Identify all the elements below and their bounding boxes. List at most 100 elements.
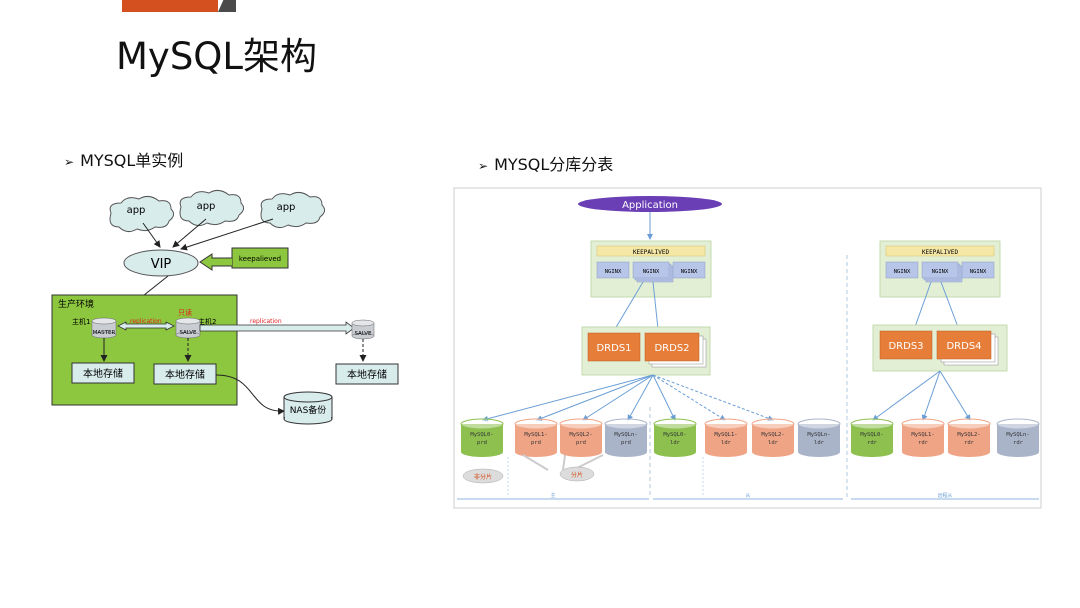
shard-oval <box>559 466 595 482</box>
nginx-group-a <box>596 261 706 283</box>
replication-label-1: replication <box>130 318 162 325</box>
keepalived-label: KEEPALIVED <box>922 249 959 256</box>
database-layer: MySQL0-prdMySQL1-prdMySQL2-prdMySQLn-prd… <box>460 418 1040 457</box>
db-name-label: MySQL1- <box>524 432 547 438</box>
db-name-label: MySQL2- <box>957 432 980 438</box>
db-name-label: MySQLn- <box>614 432 637 438</box>
replication-label-2: replication <box>250 318 282 325</box>
zone-remote: 远程从 <box>937 492 952 499</box>
app-cloud-1: app <box>109 195 175 233</box>
app-label: app <box>277 202 296 213</box>
zone-primary: 主 <box>550 492 555 499</box>
db-zone-label: rdr <box>1013 440 1024 446</box>
app-cloud-2: app <box>179 189 245 227</box>
local-storage-2 <box>153 363 217 385</box>
bullet-left: ➢MYSQL单实例 <box>64 147 183 171</box>
db-name-label: MySQL2- <box>569 432 592 438</box>
nginx-label: NGINX <box>643 269 660 275</box>
db-zone-label: rdr <box>918 440 929 446</box>
drds-label: DRDS3 <box>888 341 923 352</box>
env-label: 生产环境 <box>58 298 94 310</box>
application-ellipse <box>578 196 722 212</box>
drds-a-connections <box>482 374 774 422</box>
section-right-label: MYSQL分库分表 <box>494 155 614 174</box>
db-zone-label: rdr <box>964 440 975 446</box>
nginx-label: NGINX <box>605 269 622 275</box>
drds-b-connections <box>872 370 971 421</box>
drds2-stack <box>644 332 707 368</box>
application-label: Application <box>622 200 678 211</box>
db-zone-label: ldr <box>721 440 732 446</box>
mysql-db-cylinder: MySQLn-rdr <box>996 418 1040 457</box>
db-name-label: MySQL1- <box>714 432 737 438</box>
mysql-db-cylinder: MySQL1- rdr <box>901 418 945 457</box>
drds-label: DRDS4 <box>946 341 981 352</box>
db-zone-label: prd <box>576 440 586 446</box>
vip-ellipse <box>123 249 199 277</box>
slave2-label: SALVE <box>354 331 372 337</box>
db-name-label: MySQLn- <box>1006 432 1029 438</box>
db-zone-label: prd <box>477 440 487 446</box>
nginx-label: NGINX <box>970 269 987 275</box>
mysql-db-cylinder: MySQLn-prd <box>604 418 648 457</box>
vip-label: VIP <box>151 257 172 272</box>
slave-db-icon <box>175 317 201 339</box>
nginx-label: NGINX <box>681 269 698 275</box>
db-zone-label: ldr <box>768 440 779 446</box>
mysql-db-cylinder: MySQL0-ldr <box>653 418 697 457</box>
db-name-label: MySQLn- <box>807 432 830 438</box>
nginx-label: NGINX <box>894 269 911 275</box>
drds4-stack <box>936 330 999 366</box>
logo-bar <box>122 0 218 12</box>
app-label: app <box>197 201 216 212</box>
mysql-db-cylinder: MySQL0- prd <box>460 418 504 457</box>
mysql-db-cylinder: MySQL2- rdr <box>947 418 991 457</box>
mysql-db-cylinder: MySQL1- prd <box>514 418 558 457</box>
db-name-label: MySQL2- <box>761 432 784 438</box>
mysql-db-cylinder: MySQLn-ldr <box>797 418 841 457</box>
host2-label: 主机2 <box>198 317 216 326</box>
nginx-group-b <box>885 261 995 283</box>
db-zone-label: prd <box>621 440 631 446</box>
slave-label: SALVE <box>179 330 197 336</box>
db-name-label: MySQL0- <box>663 432 686 438</box>
bullet-right: ➢MYSQL分库分表 <box>478 151 613 175</box>
master-db-icon <box>91 317 117 339</box>
single-instance-diagram: app app app VIP keepalieved 生产环境 主机1 主机2… <box>51 189 399 425</box>
drds1-box <box>587 332 641 362</box>
db-name-label: MySQL0- <box>470 432 493 438</box>
keepalived-bar-b <box>885 245 995 257</box>
keepalived-label: KEEPALIVED <box>633 249 670 256</box>
local-storage-1 <box>71 362 135 384</box>
local-storage-3 <box>335 363 399 385</box>
slave2-db-icon <box>351 319 375 340</box>
mysql-db-cylinder: MySQL1- ldr <box>704 418 748 457</box>
mysql-db-cylinder: MySQL2- prd <box>559 418 603 457</box>
db-name-label: MySQL1- <box>911 432 934 438</box>
zone-replica: 从 <box>745 493 750 499</box>
production-environment <box>51 294 238 406</box>
mysql-db-cylinder: MySQL0-rdr <box>850 418 894 457</box>
keepalived-bar-a <box>596 245 706 257</box>
drds-label: DRDS2 <box>654 343 689 354</box>
logo-accent <box>218 0 236 12</box>
sharding-diagram: Application KEEPALIVED NGINX NGINX NGINX… <box>453 187 1042 509</box>
bullet-arrow-icon: ➢ <box>64 155 75 169</box>
page-title: MySQL架构 <box>116 35 318 78</box>
db-zone-label: ldr <box>814 440 825 446</box>
nas-label: NAS备份 <box>290 404 327 416</box>
keepalived-arrow <box>199 253 232 271</box>
nonshard-oval <box>462 468 504 484</box>
keepalived-label: keepalieved <box>239 255 281 263</box>
storage-label: 本地存储 <box>347 368 387 381</box>
nas-backup-icon <box>283 391 333 425</box>
shard-label: 分片 <box>571 471 583 479</box>
replication-arrow-2 <box>199 321 355 335</box>
db-name-label: MySQL0- <box>860 432 883 438</box>
nginx-label: NGINX <box>932 269 949 275</box>
nonshard-label: 非分片 <box>474 473 492 481</box>
replication-arrow-1 <box>117 321 175 331</box>
storage-label: 本地存储 <box>165 368 205 381</box>
db-zone-label: prd <box>531 440 541 446</box>
host1-label: 主机1 <box>72 317 90 326</box>
